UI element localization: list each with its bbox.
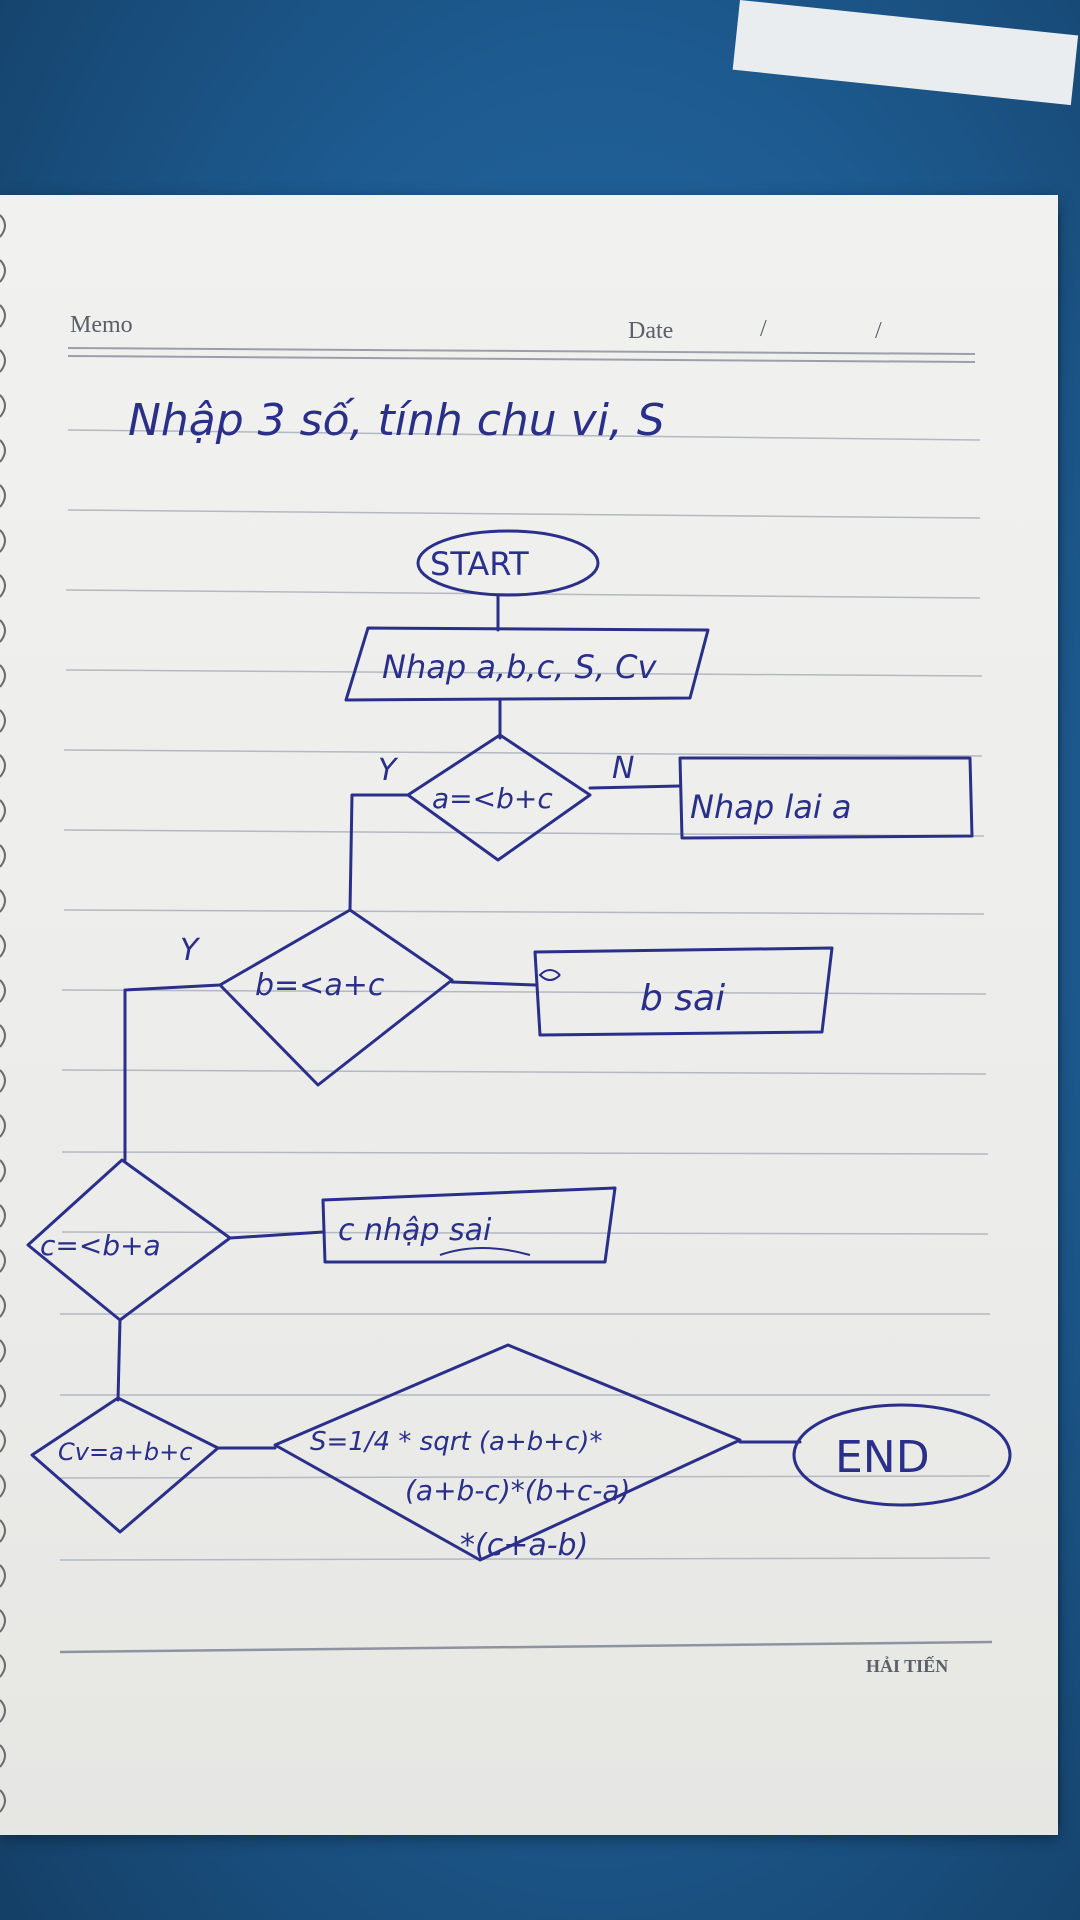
error-b-box [533, 946, 834, 1037]
date-separator-1: / [760, 316, 767, 342]
no-label-a: N [612, 751, 634, 786]
notebook-page [0, 195, 1058, 1835]
brand-logo-text: HẢI TIẾN [866, 1656, 949, 1676]
connector-no-a [588, 784, 682, 790]
connector-yes-b [123, 983, 222, 1162]
rule-line [63, 829, 985, 837]
error-a-label: Nhap lai a [690, 788, 851, 826]
decision-a-diamond [406, 733, 592, 862]
rule-line [67, 509, 981, 519]
rule-line [61, 989, 987, 995]
calc-s-label-line-2: (a+b-c)*(b+c-a) [405, 1474, 630, 1507]
rule-line [65, 669, 983, 677]
end-terminal [792, 1403, 1012, 1507]
error-b-label: b sai [640, 978, 725, 1019]
rule-line [67, 429, 981, 441]
rule-line [61, 1151, 989, 1155]
condition-c-label: c=<b+a [40, 1229, 161, 1262]
start-terminal [416, 529, 600, 597]
yes-label-a: Y [378, 753, 399, 788]
scribble [439, 1247, 531, 1256]
error-c-label: c nhập sai [338, 1213, 492, 1248]
memo-label: Memo [70, 312, 133, 338]
condition-b-label: b=<a+c [255, 968, 385, 1003]
rule-line [61, 1231, 989, 1235]
date-label: Date [628, 318, 674, 344]
rule-line [59, 1557, 991, 1561]
date-separator-2: / [875, 318, 882, 344]
calc-cv-label: Cv=a+b+c [58, 1438, 192, 1466]
rule-line [63, 749, 983, 757]
yes-label-b: Y [180, 933, 201, 968]
header-rule-line-1 [67, 347, 976, 355]
calc-cv-diamond [30, 1396, 220, 1534]
error-a-box [678, 756, 974, 840]
start-label: START [430, 545, 529, 583]
error-c-box [321, 1186, 617, 1264]
decision-b-diamond [218, 908, 454, 1087]
condition-a-label: a=<b+c [432, 782, 553, 815]
input-label: Nhap a,b,c, S, Cv [382, 648, 658, 686]
input-parallelogram [344, 626, 710, 702]
rule-line [61, 1069, 987, 1075]
rule-line [63, 909, 985, 915]
calc-s-label-line-3: *(c+a-b) [460, 1528, 588, 1563]
connector-yes-c [116, 1318, 122, 1402]
connector-yes-a [348, 793, 410, 912]
scribble [538, 969, 561, 981]
connector-no-b [450, 980, 537, 987]
title-handwriting: Nhập 3 số, tính chu vi, S [128, 395, 665, 446]
calc-s-label-line-1: S=1/4 * sqrt (a+b+c)* [310, 1427, 602, 1457]
calc-s-diamond [273, 1343, 742, 1562]
footer-rule-line [59, 1640, 993, 1654]
rule-line [59, 1475, 991, 1479]
end-label: END [835, 1432, 930, 1483]
header-rule-line-2 [67, 355, 976, 363]
connector-no-c [228, 1230, 325, 1240]
